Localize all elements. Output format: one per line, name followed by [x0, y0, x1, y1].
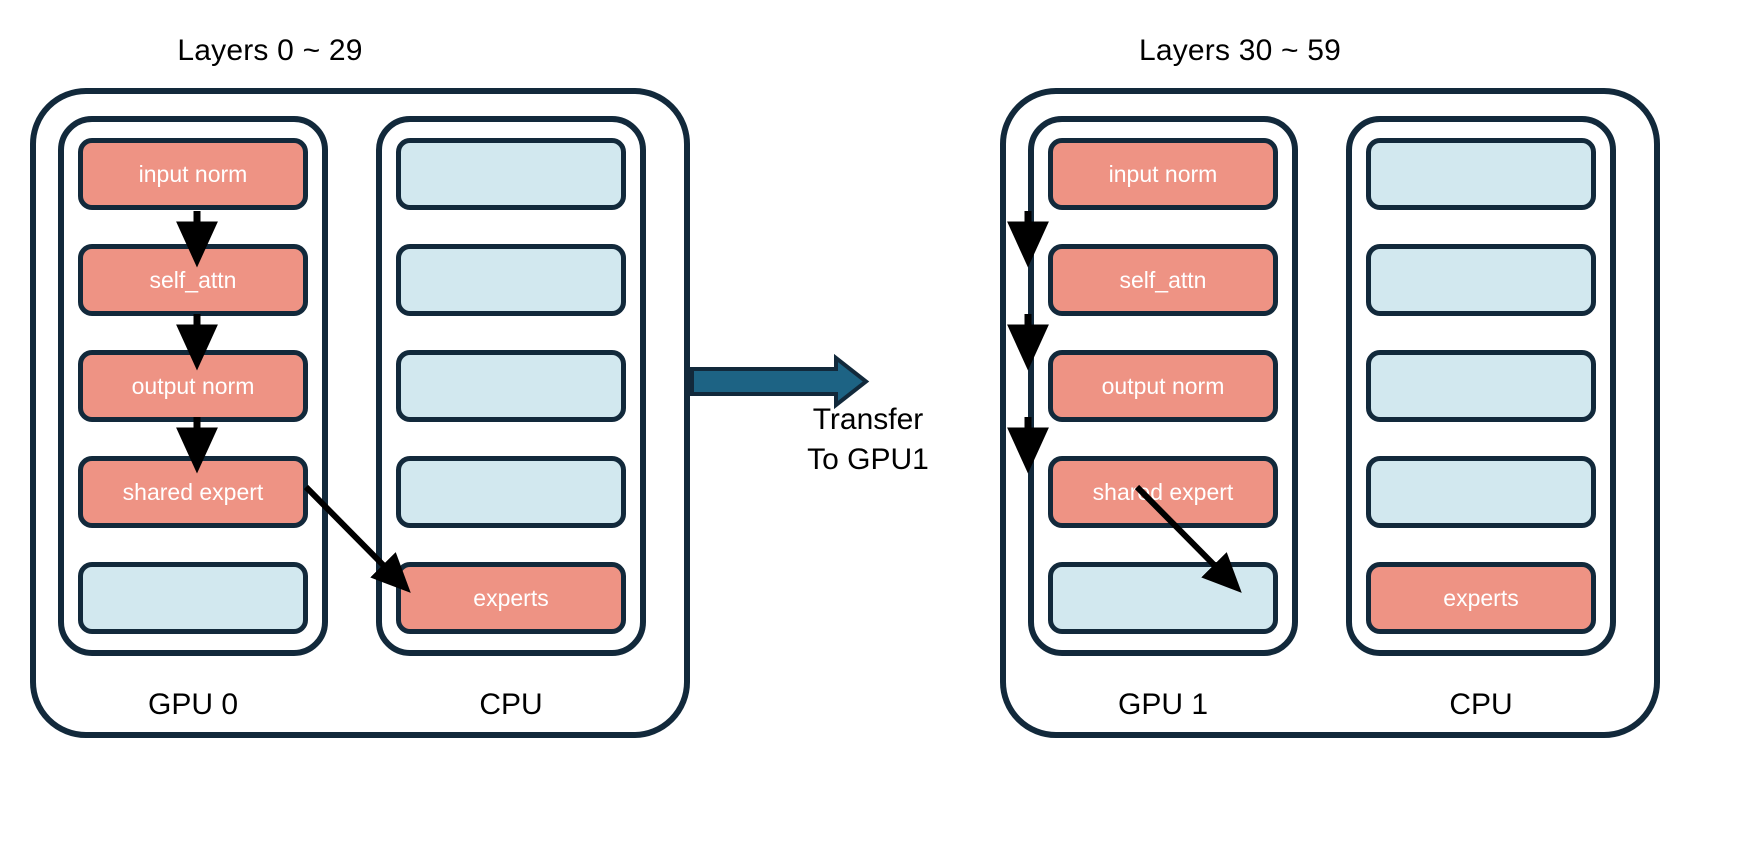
- block-experts[interactable]: experts: [1366, 562, 1596, 634]
- block-output-norm[interactable]: output norm: [1048, 350, 1278, 422]
- block-self-attn[interactable]: self_attn: [78, 244, 308, 316]
- block-label: output norm: [131, 372, 255, 399]
- block-label: self_attn: [149, 266, 237, 293]
- transfer-label-line1: Transfer: [812, 403, 924, 436]
- block-input-norm[interactable]: input norm: [78, 138, 308, 210]
- block-label: output norm: [1101, 372, 1225, 399]
- block-cpu-empty-3[interactable]: [1366, 350, 1596, 422]
- gpu-track-left: input norm self_attn output norm shared …: [58, 116, 328, 656]
- block-self-attn[interactable]: self_attn: [1048, 244, 1278, 316]
- block-label: input norm: [1108, 160, 1218, 187]
- block-label: experts: [1443, 584, 1519, 611]
- block-shared-expert[interactable]: shared expert: [1048, 456, 1278, 528]
- block-label: shared expert: [1092, 478, 1234, 505]
- device-label-gpu1: GPU 1: [1117, 688, 1209, 721]
- block-cpu-empty-3[interactable]: [396, 350, 626, 422]
- block-cpu-empty-2[interactable]: [396, 244, 626, 316]
- device-labels-left: GPU 0 CPU: [58, 688, 662, 722]
- block-cpu-empty-1[interactable]: [1366, 138, 1596, 210]
- block-label: shared expert: [122, 478, 264, 505]
- block-input-norm[interactable]: input norm: [1048, 138, 1278, 210]
- block-label: input norm: [138, 160, 248, 187]
- block-output-norm[interactable]: output norm: [78, 350, 308, 422]
- block-experts[interactable]: experts: [396, 562, 626, 634]
- block-gpu-empty[interactable]: [1048, 562, 1278, 634]
- panel-columns-left: input norm self_attn output norm shared …: [58, 116, 662, 656]
- transfer-arrow: [690, 353, 870, 410]
- block-cpu-empty-2[interactable]: [1366, 244, 1596, 316]
- panel-outer-left: input norm self_attn output norm shared …: [30, 88, 690, 738]
- block-cpu-empty-4[interactable]: [396, 456, 626, 528]
- cpu-track-left: experts: [376, 116, 646, 656]
- transfer-label-line2: To GPU1: [807, 442, 929, 476]
- panel-title-left: Layers 0 ~ 29: [177, 34, 363, 67]
- block-cpu-empty-1[interactable]: [396, 138, 626, 210]
- cpu-track-right: experts: [1346, 116, 1616, 656]
- device-label-cpu-right: CPU: [1449, 688, 1513, 721]
- panel-columns-right: input norm self_attn output norm shared …: [1028, 116, 1632, 656]
- device-label-gpu0: GPU 0: [147, 688, 239, 721]
- block-shared-expert[interactable]: shared expert: [78, 456, 308, 528]
- transfer-label: Transfer To GPU1: [783, 400, 953, 479]
- block-cpu-empty-4[interactable]: [1366, 456, 1596, 528]
- block-label: self_attn: [1119, 266, 1207, 293]
- panel-outer-right: input norm self_attn output norm shared …: [1000, 88, 1660, 738]
- device-labels-right: GPU 1 CPU: [1028, 688, 1632, 722]
- block-gpu-empty[interactable]: [78, 562, 308, 634]
- panel-title-right: Layers 30 ~ 59: [1138, 34, 1342, 67]
- gpu-track-right: input norm self_attn output norm shared …: [1028, 116, 1298, 656]
- device-label-cpu-left: CPU: [479, 688, 543, 721]
- block-label: experts: [473, 584, 549, 611]
